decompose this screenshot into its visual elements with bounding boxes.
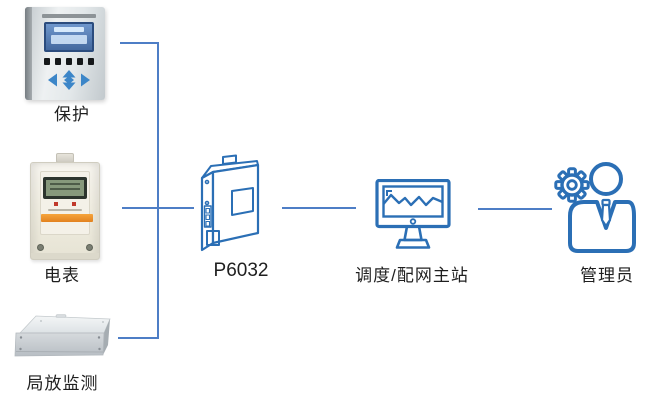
protection-relay-photo (25, 7, 105, 100)
connector-gateway-to-master (282, 207, 356, 209)
meter-text-line (48, 209, 82, 211)
meter-red-marks (41, 202, 89, 206)
node-administrator-label: 管理员 (580, 266, 634, 285)
node-protection-label: 保护 (54, 105, 90, 124)
protection-relay-nameplate (41, 14, 96, 18)
meter-screw-right (86, 244, 93, 251)
admin-head (589, 162, 623, 196)
admin-user-icon (554, 162, 636, 253)
connector-pd-to-bus (118, 337, 159, 339)
protection-relay-front-panel (32, 7, 105, 100)
connector-bus-vertical (157, 42, 159, 339)
node-pd-monitoring-label: 局放监测 (26, 374, 99, 393)
meter-screw-left (37, 244, 44, 251)
admin-body (568, 200, 636, 253)
connector-meter-to-gateway (122, 207, 194, 209)
monitor-trend-line (382, 193, 443, 207)
scada-monitor-icon (375, 179, 451, 249)
protection-lcd-screen (43, 22, 94, 52)
energy-meter-photo (30, 153, 100, 265)
node-master-station-label: 调度/配网主站 (355, 266, 469, 285)
gear-icon (554, 167, 590, 203)
connector-protection-to-bus (120, 42, 159, 44)
protection-led-row (32, 58, 105, 65)
monitor-power-button (409, 218, 417, 225)
chassis-handle (55, 314, 67, 318)
admin-tie (600, 203, 612, 228)
protection-nav-keys-icon (47, 70, 90, 90)
meter-orange-stripe (41, 214, 93, 222)
meter-lcd-screen (43, 177, 87, 199)
meter-body (30, 162, 100, 260)
meter-bottom-strip (31, 253, 99, 259)
node-gateway-label: P6032 (213, 260, 269, 281)
meter-face-panel (40, 171, 93, 235)
pd-monitor-chassis-photo (14, 314, 111, 357)
node-meter-label: 电表 (44, 266, 80, 285)
protection-relay-side-panel (25, 7, 32, 100)
connector-master-to-admin (478, 208, 552, 210)
serial-server-icon (200, 154, 260, 252)
